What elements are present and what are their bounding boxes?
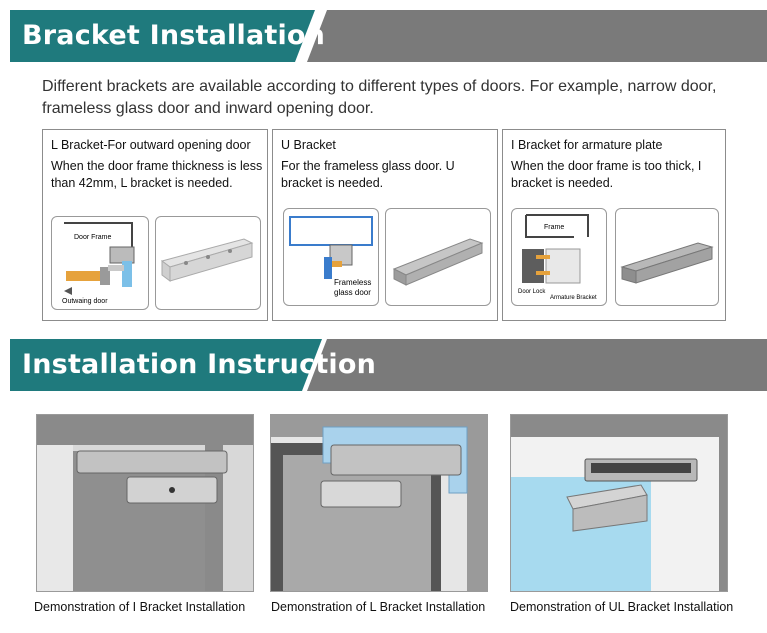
u-bracket-photo bbox=[385, 208, 491, 306]
i-diagram-label-frame: Frame bbox=[544, 224, 564, 231]
i-bracket-photo bbox=[615, 208, 719, 306]
u-diagram-label-1: Frameless bbox=[334, 278, 371, 287]
l-bracket-title: L Bracket-For outward opening door bbox=[51, 138, 251, 152]
l-bracket-diagram: Door Frame Outwaing door bbox=[51, 216, 149, 310]
caption-ul-bracket: Demonstration of UL Bracket Installation bbox=[510, 600, 734, 614]
i-bracket-title: I Bracket for armature plate bbox=[511, 138, 663, 152]
l-diagram-label-door: Outwaing door bbox=[62, 298, 108, 305]
section-title-installation: Installation Instruction bbox=[22, 349, 377, 380]
i-bracket-box: I Bracket for armature plate When the do… bbox=[502, 129, 726, 321]
caption-i-bracket: Demonstration of I Bracket Installation bbox=[34, 600, 246, 614]
u-bracket-desc: For the frameless glass door. U bracket … bbox=[281, 159, 455, 190]
banner-grey-band bbox=[307, 10, 767, 62]
bracket-installation-banner: Bracket Installation bbox=[0, 10, 767, 62]
l-diagram-label-frame: Door Frame bbox=[74, 234, 111, 241]
u-bracket-box: U Bracket For the frameless glass door. … bbox=[272, 129, 498, 321]
i-bracket-diagram: Frame Door Lock Armature Bracket bbox=[511, 208, 607, 306]
i-diagram-label-lock: Door Lock bbox=[518, 289, 546, 295]
i-diagram-label-armature: Armature Bracket bbox=[550, 295, 597, 301]
u-bracket-diagram: Frameless glass door bbox=[283, 208, 379, 306]
banner-grey-band-2 bbox=[307, 339, 767, 391]
l-bracket-photo bbox=[155, 216, 261, 310]
l-bracket-desc: When the door frame thickness is less th… bbox=[51, 159, 263, 190]
caption-l-bracket: Demonstration of L Bracket Installation bbox=[271, 600, 486, 614]
section-title-bracket: Bracket Installation bbox=[22, 20, 326, 51]
banner-teal-band bbox=[10, 10, 315, 62]
l-bracket-demo-image bbox=[270, 414, 488, 592]
u-bracket-title: U Bracket bbox=[281, 138, 336, 152]
ul-bracket-demo-image bbox=[510, 414, 728, 592]
i-bracket-desc: When the door frame is too thick, I brac… bbox=[511, 159, 702, 190]
l-bracket-box: L Bracket-For outward opening door When … bbox=[42, 129, 268, 321]
installation-instruction-banner: Installation Instruction bbox=[0, 339, 767, 391]
u-diagram-label-2: glass door bbox=[334, 288, 371, 297]
intro-text: Different brackets are available accordi… bbox=[42, 78, 717, 117]
i-bracket-demo-image bbox=[36, 414, 254, 592]
banner-teal-band-2 bbox=[10, 339, 322, 391]
